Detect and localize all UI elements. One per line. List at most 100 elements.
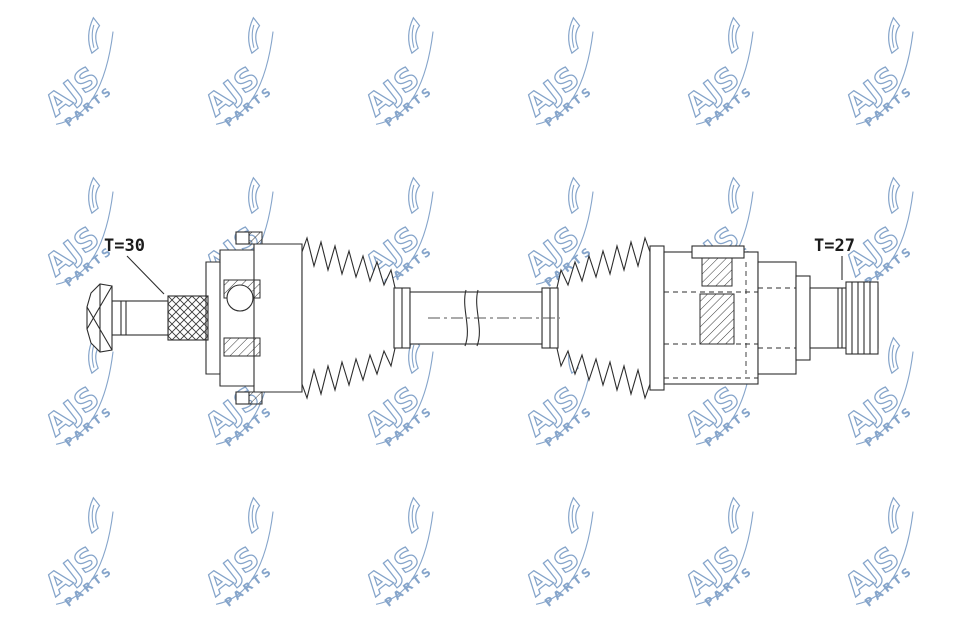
left-spline-collar: [167, 295, 209, 341]
folded-corner-inner-line: [251, 184, 255, 208]
watermark-logo: AJS PARTS: [10, 480, 170, 640]
watermark-logo-graphic: AJS PARTS: [38, 16, 116, 130]
watermark-logo-graphic: AJS PARTS: [358, 496, 436, 610]
watermark-logo: AJS PARTS: [810, 320, 960, 480]
watermark-logo: AJS PARTS: [490, 480, 650, 640]
right-stub-shaft: [795, 275, 879, 361]
watermark-logo: AJS PARTS: [10, 160, 170, 320]
watermark-swoosh: [375, 511, 434, 605]
left-spline-count-label: T=30: [104, 236, 145, 256]
watermark-swoosh: [55, 31, 114, 125]
inner-housing-cap-hatch: [701, 257, 733, 287]
watermark-logo-graphic: AJS PARTS: [678, 496, 756, 610]
folded-corner-inner-line: [411, 24, 415, 48]
watermark-grid: AJS PARTS AJS PARTS AJS PARTS: [10, 0, 960, 640]
folded-corner-inner-line: [411, 504, 415, 528]
watermark-logo-graphic: AJS PARTS: [678, 336, 756, 450]
folded-corner-icon: [88, 496, 101, 535]
folded-corner-inner-line: [411, 344, 415, 368]
right-boot-bellows: [555, 237, 651, 399]
right-stub-flange: [795, 275, 811, 361]
watermark-logo-graphic: AJS PARTS: [38, 336, 116, 450]
watermark-logo: AJS PARTS: [650, 0, 810, 160]
cv-ball: [226, 284, 254, 312]
watermark-logo-graphic: AJS PARTS: [38, 496, 116, 610]
watermark-swoosh: [695, 511, 754, 605]
inner-housing-cap: [691, 245, 745, 259]
folded-corner-icon: [568, 176, 581, 215]
watermark-swoosh: [855, 31, 914, 125]
watermark-logo: AJS PARTS: [490, 320, 650, 480]
folded-corner-inner-line: [891, 344, 895, 368]
outer-cv-joint-housing: [205, 231, 303, 405]
watermark-swoosh: [535, 511, 594, 605]
watermark-swoosh: [535, 191, 594, 285]
shaft-break-mark-1: [464, 289, 468, 347]
watermark-logo-graphic: AJS PARTS: [838, 496, 916, 610]
watermark-logo: AJS PARTS: [330, 320, 490, 480]
left-boot-clamp: [393, 287, 411, 349]
watermark-swoosh: [855, 191, 914, 285]
watermark-logo: AJS PARTS: [170, 480, 330, 640]
watermark-swoosh: [375, 31, 434, 125]
watermark-logo-graphic: AJS PARTS: [198, 336, 276, 450]
right-spline-lines: [851, 282, 871, 354]
watermark-logo: AJS PARTS: [650, 480, 810, 640]
folded-corner-icon: [408, 496, 421, 535]
folded-corner-icon: [248, 176, 261, 215]
folded-corner-inner-line: [731, 504, 735, 528]
inner-housing-hidden-lines: [664, 262, 796, 379]
watermark-logo: AJS PARTS: [490, 0, 650, 160]
folded-corner-inner-line: [891, 504, 895, 528]
housing-clamp-bottom-1: [235, 391, 250, 405]
watermark-logo-graphic: AJS PARTS: [838, 176, 916, 290]
left-shaft-tip-chamfer-lines: [86, 284, 113, 352]
watermark-logo: AJS PARTS: [330, 160, 490, 320]
folded-corner-icon: [888, 16, 901, 55]
folded-corner-icon: [568, 16, 581, 55]
inner-housing-flange: [649, 245, 665, 391]
left-snap-ring-groove: [120, 301, 127, 335]
watermark-logo-graphic: AJS PARTS: [198, 496, 276, 610]
tripod-roller-hatch: [699, 293, 735, 345]
folded-corner-icon: [408, 176, 421, 215]
folded-corner-inner-line: [91, 184, 95, 208]
left-stub-shaft: [86, 283, 209, 353]
folded-corner-icon: [248, 496, 261, 535]
folded-corner-inner-line: [891, 24, 895, 48]
folded-corner-icon: [888, 496, 901, 535]
annotations: T=30 T=27: [104, 236, 855, 295]
watermark-logo: AJS PARTS: [330, 0, 490, 160]
watermark-swoosh: [695, 31, 754, 125]
watermark-swoosh: [375, 351, 434, 445]
watermark-logo-graphic: AJS PARTS: [678, 16, 756, 130]
folded-corner-icon: [888, 336, 901, 375]
folded-corner-inner-line: [251, 504, 255, 528]
inner-housing-extension: [757, 261, 797, 375]
watermark-logo-graphic: AJS PARTS: [358, 336, 436, 450]
watermark-logo: AJS PARTS: [810, 480, 960, 640]
housing-clamp-top-1: [235, 231, 250, 245]
watermark-logo-graphic: AJS PARTS: [838, 336, 916, 450]
watermark-logo-graphic: AJS PARTS: [518, 16, 596, 130]
left-label-leader-line: [126, 255, 165, 295]
folded-corner-icon: [888, 176, 901, 215]
watermark-swoosh: [55, 191, 114, 285]
watermark-swoosh: [215, 511, 274, 605]
left-boot-bellows: [301, 237, 397, 399]
right-spline-count-label: T=27: [814, 236, 855, 256]
right-spline-end-block: [845, 281, 879, 355]
watermark-logo-graphic: AJS PARTS: [38, 176, 116, 290]
folded-corner-icon: [88, 176, 101, 215]
folded-corner-inner-line: [731, 184, 735, 208]
folded-corner-inner-line: [91, 504, 95, 528]
inner-cv-joint-housing: [649, 245, 797, 391]
watermark-logo: AJS PARTS: [10, 320, 170, 480]
watermark-logo: AJS PARTS: [330, 480, 490, 640]
folded-corner-icon: [88, 16, 101, 55]
watermark-logo-graphic: AJS PARTS: [358, 16, 436, 130]
folded-corner-inner-line: [891, 184, 895, 208]
watermark-logo: AJS PARTS: [810, 160, 960, 320]
housing-clamp-bottom-2: [248, 391, 263, 405]
